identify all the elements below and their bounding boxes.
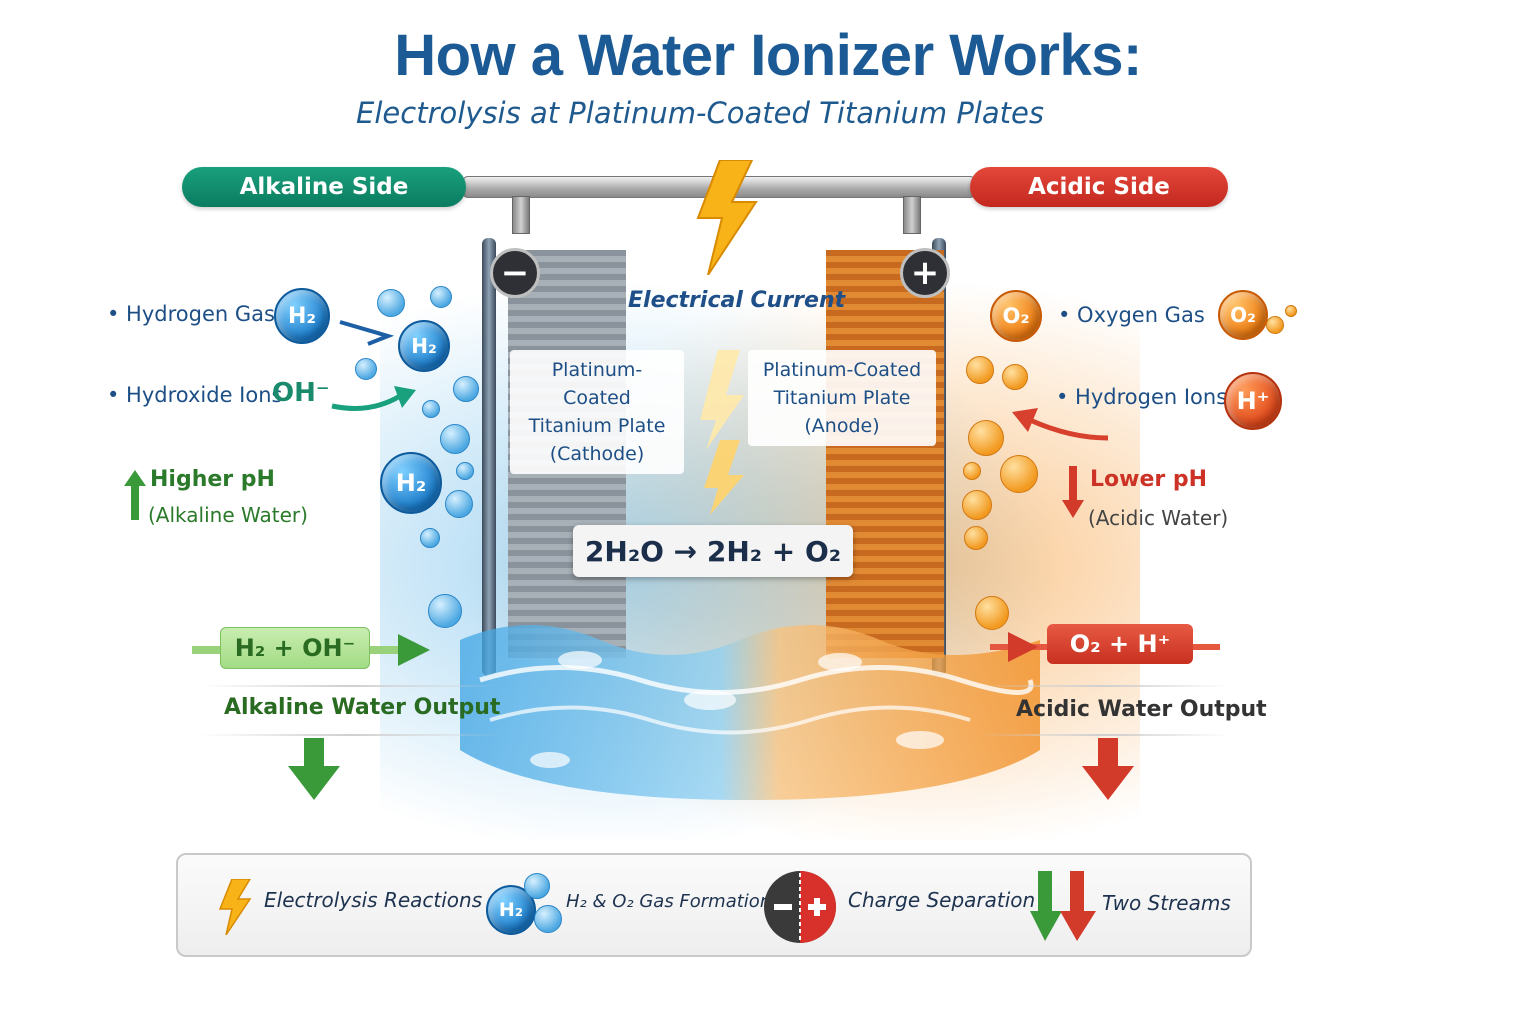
bubble bbox=[445, 490, 473, 518]
hydrogen-gas-label: • Hydrogen Gas bbox=[107, 302, 275, 326]
legend-two-streams: Two Streams bbox=[1102, 891, 1231, 915]
bubble bbox=[440, 424, 470, 454]
water-waves bbox=[460, 625, 1040, 800]
h2-molecule-icon: H₂ bbox=[274, 288, 330, 344]
oxygen-gas-label: • Oxygen Gas bbox=[1058, 303, 1205, 327]
charge-icon bbox=[764, 871, 836, 943]
acidic-down-arrow-icon bbox=[1082, 738, 1134, 800]
o2-molecule-icon-2: O₂ bbox=[1218, 290, 1268, 340]
legend-box: Electrolysis Reactions H₂ H₂ & O₂ Gas Fo… bbox=[176, 853, 1252, 957]
alkaline-output-formula: H₂ + OH⁻ bbox=[220, 627, 370, 669]
anode-plate bbox=[826, 250, 944, 658]
page-subtitle: Electrolysis at Platinum-Coated Titanium… bbox=[356, 96, 1044, 130]
bubble bbox=[453, 376, 479, 402]
lightning-icon bbox=[218, 879, 252, 935]
ph-up-arrow-icon bbox=[124, 470, 146, 520]
electrical-current-label: Electrical Current bbox=[628, 288, 846, 313]
bubble bbox=[968, 420, 1004, 456]
bubble bbox=[1002, 364, 1028, 390]
cathode-label-line1: Platinum-Coated bbox=[551, 359, 643, 409]
lightning-icon bbox=[696, 160, 758, 275]
divider bbox=[980, 734, 1230, 736]
cell-frame-left bbox=[482, 238, 496, 676]
cathode-label-line2: Titanium Plate bbox=[528, 415, 666, 437]
legend-electrolysis-reactions: Electrolysis Reactions bbox=[264, 888, 483, 912]
alkaline-side-label: Alkaline Side bbox=[182, 167, 466, 207]
acidic-output-label: Acidic Water Output bbox=[1016, 697, 1267, 722]
anode-label-line3: (Anode) bbox=[804, 415, 880, 437]
two-arrows-icon bbox=[1030, 871, 1096, 941]
cathode-label: Platinum-Coated Titanium Plate (Cathode) bbox=[510, 350, 684, 474]
ph-down-arrow-icon bbox=[1062, 466, 1084, 518]
bubble bbox=[428, 594, 462, 628]
acidic-water-note: (Acidic Water) bbox=[1088, 506, 1229, 530]
h2-molecule-icon-3: H₂ bbox=[380, 452, 442, 514]
bubble bbox=[964, 526, 988, 550]
bubble bbox=[524, 873, 550, 899]
current-lightning-icon bbox=[700, 350, 744, 515]
arrow-right-icon bbox=[339, 320, 395, 346]
bubble bbox=[962, 490, 992, 520]
bubble bbox=[1000, 455, 1038, 493]
hydrogen-ion-arrow-icon bbox=[1012, 408, 1109, 441]
bubble bbox=[1266, 316, 1284, 334]
bubble bbox=[963, 462, 981, 480]
higher-ph-label: Higher pH bbox=[150, 467, 275, 492]
reaction-equation: 2H₂O → 2H₂ + O₂ bbox=[573, 525, 853, 577]
bubble bbox=[456, 462, 474, 480]
cathode-post bbox=[512, 196, 530, 234]
bubble bbox=[420, 528, 440, 548]
alkaline-water-note: (Alkaline Water) bbox=[148, 503, 308, 527]
hydrogen-ion-icon: H⁺ bbox=[1224, 372, 1282, 430]
hydroxide-arrow-icon bbox=[331, 386, 416, 411]
divider bbox=[980, 685, 1230, 687]
alkaline-output-label: Alkaline Water Output bbox=[224, 695, 501, 720]
cathode-label-line3: (Cathode) bbox=[549, 443, 645, 465]
acidic-output-formula: O₂ + H⁺ bbox=[1047, 624, 1193, 664]
anode-label-line2: Titanium Plate bbox=[773, 387, 911, 409]
bubble bbox=[430, 286, 452, 308]
acidic-side-label: Acidic Side bbox=[970, 167, 1228, 207]
h2-molecule-icon-2: H₂ bbox=[398, 320, 450, 372]
negative-terminal-icon: − bbox=[490, 248, 540, 298]
alkaline-down-arrow-icon bbox=[288, 738, 340, 800]
o2-molecule-icon: O₂ bbox=[990, 290, 1042, 342]
lower-ph-label: Lower pH bbox=[1090, 467, 1208, 492]
divider bbox=[200, 685, 500, 687]
anode-label-line1: Platinum-Coated bbox=[762, 359, 922, 381]
bubble bbox=[534, 905, 562, 933]
anode-post bbox=[903, 196, 921, 234]
page-title: How a Water Ionizer Works: bbox=[394, 23, 1142, 88]
bubble bbox=[355, 358, 377, 380]
divider bbox=[200, 734, 500, 736]
anode-label: Platinum-Coated Titanium Plate (Anode) bbox=[748, 350, 936, 446]
hydroxide-ion-mark: OH⁻ bbox=[272, 378, 330, 408]
bubble bbox=[975, 596, 1009, 630]
bubble bbox=[966, 356, 994, 384]
positive-terminal-icon: + bbox=[900, 248, 950, 298]
hydroxide-ions-label: • Hydroxide Ions bbox=[107, 383, 283, 407]
bubble bbox=[422, 400, 440, 418]
legend-charge-separation: Charge Separation bbox=[848, 888, 1036, 912]
bubble bbox=[377, 289, 405, 317]
hydrogen-ions-label: • Hydrogen Ions bbox=[1056, 385, 1228, 409]
legend-gas-formation: H₂ & O₂ Gas Formation bbox=[566, 891, 772, 912]
bubble bbox=[1285, 305, 1297, 317]
